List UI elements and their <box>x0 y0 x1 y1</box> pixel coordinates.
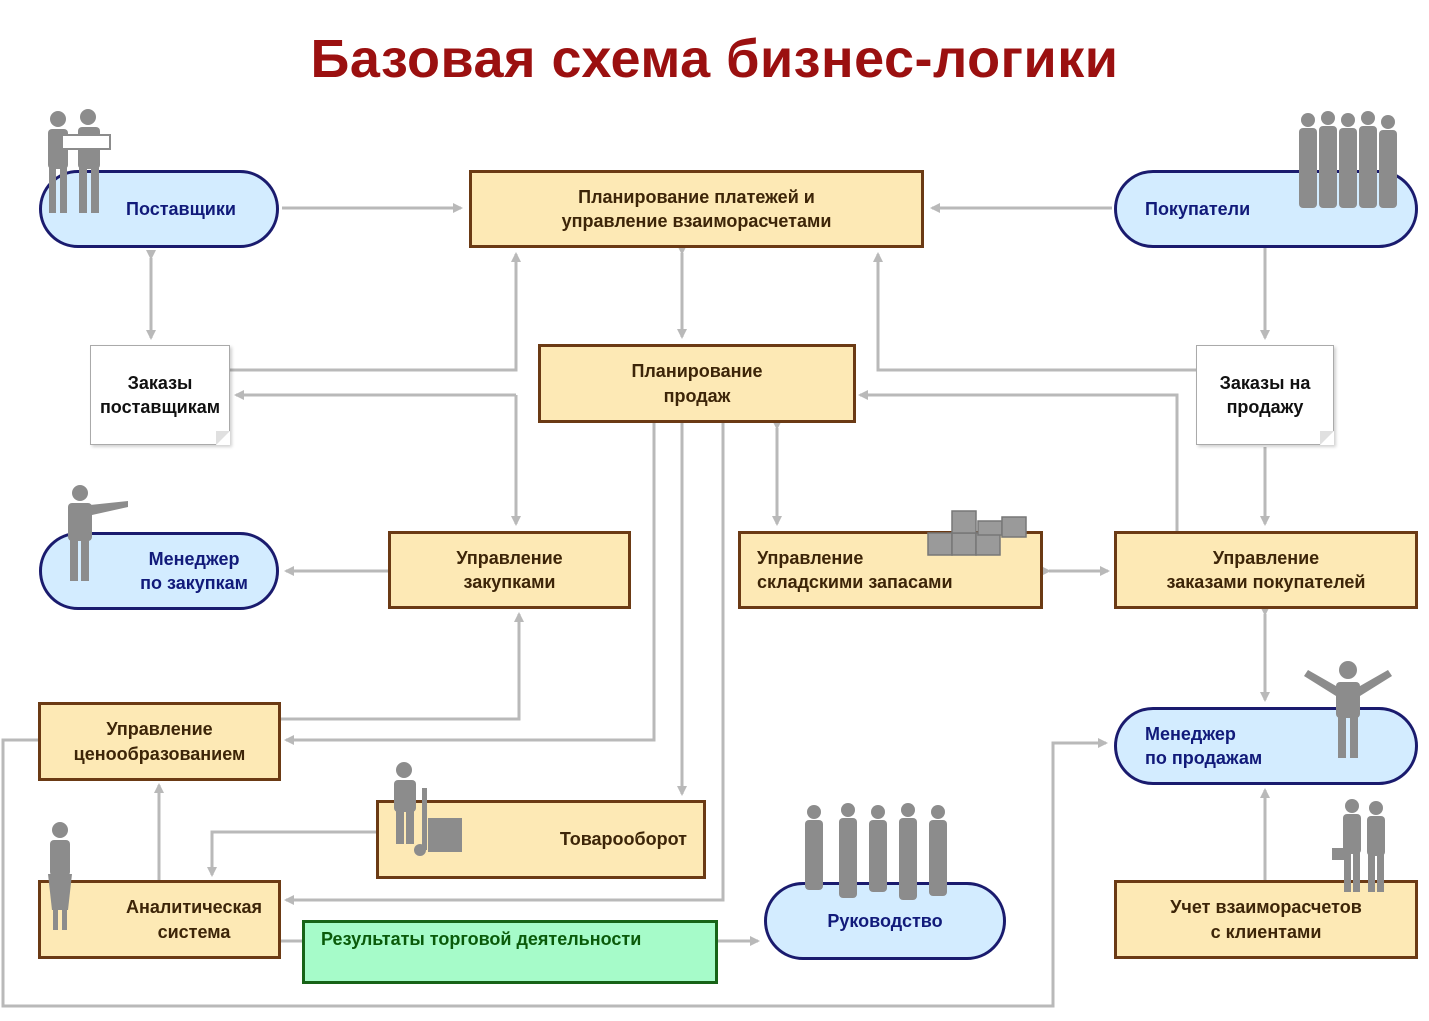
pricing-line1: Управление <box>106 719 213 740</box>
stock-mgmt-line2: складскими запасами <box>757 572 953 592</box>
businessmen-icon <box>1332 799 1385 892</box>
connector-turnover-analytics <box>207 830 377 877</box>
results-label: Результаты торговой деятельности <box>321 929 642 949</box>
payments-line1: Планирование платежей и <box>578 186 815 207</box>
payments-node[interactable]: Планирование платежей и управление взаим… <box>469 170 924 248</box>
purchase-mgmt-line2: закупками <box>463 572 556 592</box>
sales-orders-line1: Заказы на <box>1219 372 1311 393</box>
porter-with-cart-icon <box>394 762 462 856</box>
customer-orders-node[interactable]: Управление заказами покупателей <box>1114 531 1418 609</box>
supplier-orders-line1: Заказы <box>127 372 193 393</box>
sales-orders-doc[interactable]: Заказы на продажу <box>1196 345 1334 445</box>
sales-planning-node[interactable]: Планирование продаж <box>538 344 856 423</box>
analytics-line2: система <box>157 921 231 942</box>
management-label: Руководство <box>827 910 943 931</box>
connector-sales-orders-payments <box>873 252 1198 372</box>
pointing-man-icon <box>68 485 128 581</box>
sales-planning-line1: Планирование <box>631 361 763 382</box>
results-node[interactable]: Результаты торговой деятельности <box>302 920 718 984</box>
payments-line2: управление взаиморасчетами <box>561 211 832 231</box>
crowd-figure-icon <box>1299 111 1397 208</box>
purchase-mgmt-node[interactable]: Управление закупками <box>388 531 631 609</box>
boxes-stack-icon <box>927 510 1027 556</box>
client-settlements-node[interactable]: Учет взаиморасчетов с клиентами <box>1114 880 1418 959</box>
page-title: Базовая схема бизнес-логики <box>310 29 1119 89</box>
sales-orders-line2: продажу <box>1226 397 1304 417</box>
purchase-mgmt-line1: Управление <box>456 547 563 568</box>
purchase-manager-node[interactable]: Менеджер по закупкам <box>39 532 279 610</box>
suppliers-label: Поставщики <box>126 198 236 219</box>
customer-orders-line1: Управление <box>1212 547 1320 568</box>
purchase-manager-line2: по закупкам <box>140 573 248 593</box>
connector-pricing-sales-manager <box>1 738 1108 1008</box>
sales-manager-line2: по продажам <box>1145 748 1263 768</box>
turnover-label: Товарооборот <box>559 829 687 850</box>
purchase-manager-line1: Менеджер <box>148 548 240 569</box>
pricing-line2: ценообразованием <box>73 743 246 764</box>
connector-supplier-orders-payments <box>229 252 521 372</box>
connector-sales-planning-pricing <box>284 423 656 745</box>
sales-manager-node[interactable]: Менеджер по продажам <box>1114 707 1418 785</box>
shrugging-man-icon <box>1304 661 1392 758</box>
sales-manager-line1: Менеджер <box>1145 723 1236 744</box>
supplier-orders-doc[interactable]: Заказы поставщикам <box>90 345 230 445</box>
connector-customer-orders-sales-planning <box>858 390 1179 531</box>
management-group-icon <box>805 803 947 900</box>
workers-figure-icon <box>48 109 111 213</box>
client-settlements-line1: Учет взаиморасчетов <box>1170 897 1362 918</box>
stock-mgmt-line1: Управление <box>757 547 864 568</box>
sales-planning-line2: продаж <box>663 385 731 406</box>
analytics-line1: Аналитическая <box>125 897 262 918</box>
analytics-node[interactable]: Аналитическая система <box>38 880 281 959</box>
buyers-label: Покупатели <box>1145 198 1251 219</box>
pricing-node[interactable]: Управление ценообразованием <box>38 702 281 781</box>
client-settlements-line2: с клиентами <box>1210 921 1322 942</box>
management-node[interactable]: Руководство <box>764 882 1006 960</box>
page-fold-icon <box>216 431 230 445</box>
connector-pricing-purchase-mgmt <box>281 612 524 721</box>
supplier-orders-line2: поставщикам <box>99 397 221 417</box>
page-fold-icon <box>1320 431 1334 445</box>
connector-sales-planning-analytics <box>284 423 725 905</box>
customer-orders-line2: заказами покупателей <box>1166 572 1366 592</box>
woman-figure-icon <box>48 822 72 930</box>
